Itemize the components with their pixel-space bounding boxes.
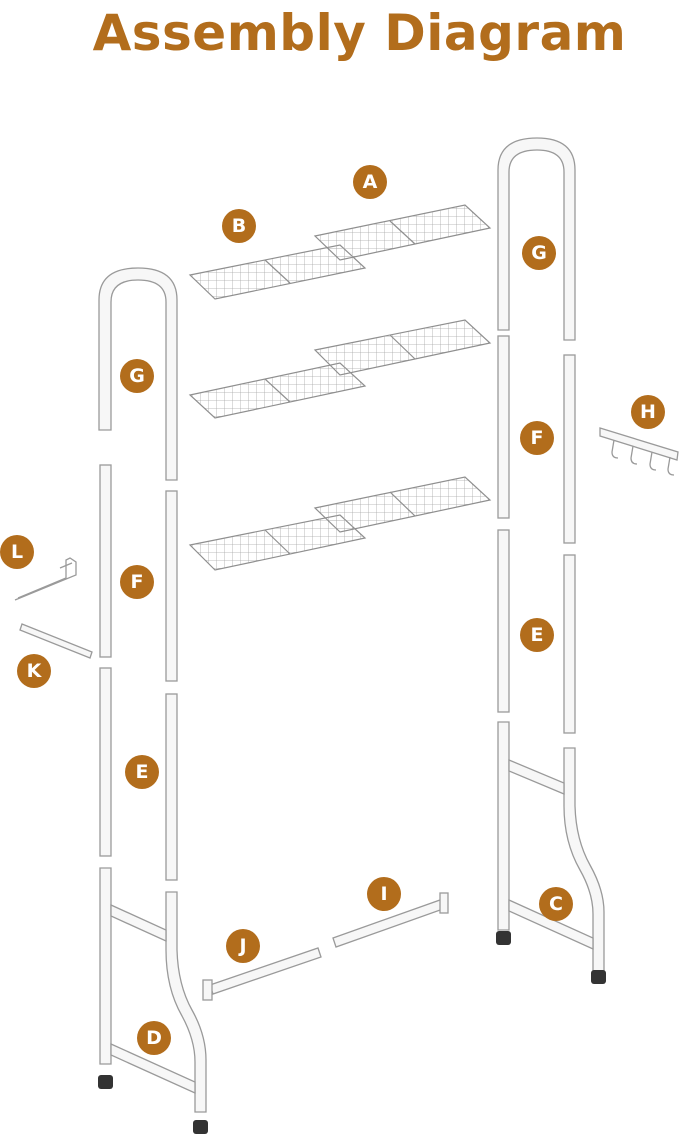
label-c: C xyxy=(539,887,573,921)
part-e-left-1 xyxy=(99,667,112,857)
label-i: I xyxy=(367,877,401,911)
part-j-bar xyxy=(209,947,322,995)
part-c-right-bar-1 xyxy=(508,759,565,795)
part-k-rod xyxy=(19,623,93,659)
part-c-right-bar-2 xyxy=(508,898,594,951)
part-d-left-bar-1 xyxy=(110,903,167,943)
label-f-right: F xyxy=(520,421,554,455)
label-e-right: E xyxy=(520,618,554,652)
part-d-left-bar-2 xyxy=(110,1042,196,1095)
part-d-left xyxy=(99,867,112,1065)
label-f-left: F xyxy=(120,565,154,599)
part-f-right-2 xyxy=(563,354,576,544)
label-e-left: E xyxy=(125,755,159,789)
label-g-right: G xyxy=(522,236,556,270)
foot-left-2 xyxy=(193,1120,208,1134)
part-e-right-2 xyxy=(563,554,576,734)
page-title: Assembly Diagram xyxy=(92,4,627,62)
part-f-left-2 xyxy=(165,490,178,682)
label-b: B xyxy=(222,209,256,243)
foot-right-2 xyxy=(591,970,606,984)
foot-left-1 xyxy=(98,1075,113,1089)
part-l-bracket xyxy=(14,557,77,601)
part-i-bracket xyxy=(439,892,449,914)
foot-right-1 xyxy=(496,931,511,945)
label-j: J xyxy=(226,929,260,963)
part-h-hooks xyxy=(599,427,679,476)
label-l: L xyxy=(0,535,34,569)
label-a: A xyxy=(353,165,387,199)
part-f-right-1 xyxy=(497,335,510,519)
label-h: H xyxy=(631,395,665,429)
label-d: D xyxy=(137,1021,171,1055)
part-j-bracket xyxy=(202,979,213,1001)
part-e-left-2 xyxy=(165,693,178,881)
label-g-left: G xyxy=(120,359,154,393)
part-g-left xyxy=(98,267,178,481)
part-f-left-1 xyxy=(99,464,112,658)
part-c-right xyxy=(497,721,510,931)
part-e-right-1 xyxy=(497,529,510,713)
part-d-left-leg xyxy=(165,891,207,1113)
part-g-right xyxy=(497,137,576,341)
label-k: K xyxy=(17,654,51,688)
